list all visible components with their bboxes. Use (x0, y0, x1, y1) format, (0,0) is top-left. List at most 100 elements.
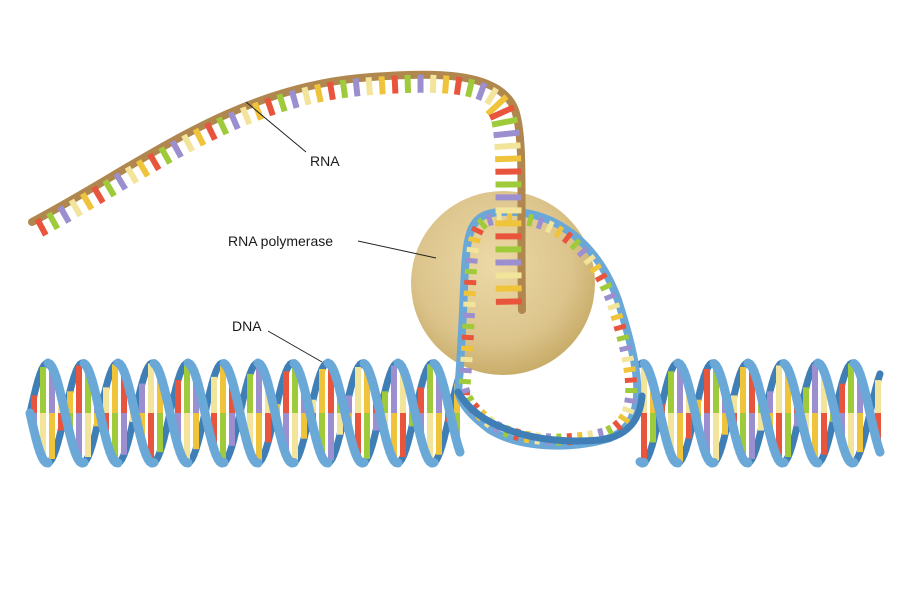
bubble-base (460, 345, 474, 352)
dna-base (67, 391, 73, 413)
rna-base (465, 78, 476, 98)
rna-base (314, 83, 324, 103)
bubble-base (460, 356, 473, 363)
rna-base (57, 205, 72, 224)
dna-base (328, 365, 334, 413)
rna-base (91, 185, 106, 205)
rna-base (484, 86, 499, 106)
rna-strand (28, 70, 526, 314)
coding-strand (454, 388, 646, 445)
rna-base (493, 129, 520, 139)
dna-base (677, 364, 683, 413)
bubble-base (623, 366, 636, 373)
dna-base (740, 413, 746, 459)
dna-base (31, 395, 37, 413)
bubble-base (462, 323, 475, 330)
dna-base (427, 364, 433, 413)
dna-base (803, 387, 809, 413)
bubble-base (466, 246, 479, 254)
bubble-base (589, 263, 603, 274)
bubble-base (461, 334, 474, 341)
rna-base (102, 178, 117, 198)
dna-base (247, 373, 253, 413)
template-strand-loop (454, 207, 642, 450)
dna-base (256, 413, 262, 463)
rna-base (288, 89, 300, 109)
rna-base (158, 146, 173, 165)
rna-base (491, 116, 519, 128)
bubble-base (569, 238, 582, 251)
dna-base (400, 368, 406, 413)
dna-base (301, 413, 307, 439)
rna-polymerase-body (411, 191, 595, 375)
dna-base (76, 365, 82, 413)
dna-base (776, 413, 782, 461)
dna-base (85, 413, 91, 458)
dna-base (121, 371, 127, 413)
transcription-bubble (454, 207, 646, 450)
dna-base (76, 413, 82, 461)
bubble-base (610, 312, 624, 322)
rna-base (495, 155, 522, 163)
rna-base (339, 79, 349, 99)
dna-backbone-segment (874, 370, 884, 384)
dna-base (418, 387, 424, 413)
dna-base (848, 413, 854, 463)
rna-base (124, 165, 140, 185)
dna-base (121, 413, 127, 455)
dna-base (427, 413, 433, 462)
dna-base (391, 365, 397, 413)
dna-base (650, 413, 656, 443)
dna-base (821, 413, 827, 455)
bubble-base (561, 231, 574, 244)
bubble-base (526, 213, 535, 227)
bubble-base (594, 272, 608, 283)
rna-polymerase-label: RNA polymerase (228, 233, 333, 249)
dna-base (749, 413, 755, 459)
dna-base (382, 391, 388, 413)
dna-base (364, 367, 370, 413)
dna-base (812, 364, 818, 413)
bubble-base (544, 220, 555, 234)
bubble-base (607, 302, 621, 311)
rna-base (488, 104, 516, 121)
rna-base (475, 81, 488, 101)
dna-base (373, 413, 379, 431)
rna-base (251, 101, 264, 121)
rna-base (378, 76, 386, 95)
dna-base (283, 371, 289, 413)
dna-base (58, 413, 64, 431)
rna-base (204, 122, 218, 141)
dna-base (184, 413, 190, 463)
bubble-base (463, 290, 476, 297)
dna-base (812, 413, 818, 462)
dna-base (265, 413, 271, 443)
rna-base (494, 142, 521, 150)
dna-base (776, 365, 782, 413)
rna-base (404, 74, 412, 94)
dna-base (175, 380, 181, 413)
dna-base (319, 413, 325, 458)
bubble-base (462, 312, 475, 319)
dna-base (857, 413, 863, 453)
rna-base (80, 192, 95, 211)
dna-base (641, 413, 647, 463)
dna-base (220, 363, 226, 413)
dna-base (677, 413, 683, 462)
bubble-base (464, 279, 477, 286)
rna-base (181, 133, 195, 153)
dna-base (49, 367, 55, 413)
rna-base (113, 172, 128, 191)
rna-base (192, 127, 207, 147)
bubble-base (467, 236, 481, 244)
rna-base (301, 86, 312, 106)
dna-base (767, 391, 773, 413)
dna-base (40, 413, 46, 459)
dna-backbone-segment (873, 441, 885, 457)
dna-base (704, 413, 710, 458)
rna-base (46, 211, 61, 231)
rna-base (68, 198, 83, 218)
bubble-base (465, 257, 478, 264)
